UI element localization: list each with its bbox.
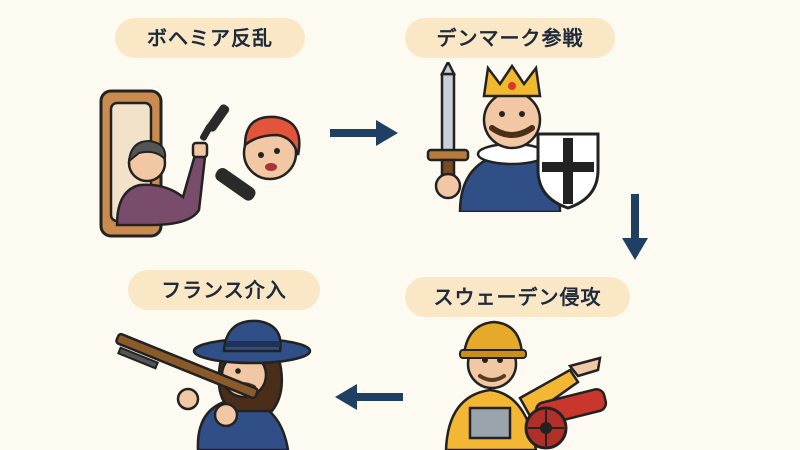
musketeer-icon	[115, 319, 312, 450]
step-label-danish-intervention: デンマーク参戦	[405, 18, 615, 58]
soldier-cannon-icon	[444, 320, 608, 450]
step-label-bohemian-revolt: ボヘミア反乱	[115, 18, 305, 58]
step-label-swedish-invasion: スウェーデン侵攻	[405, 277, 630, 317]
arrow-right-icon	[330, 120, 398, 146]
arrow-left-icon	[335, 384, 403, 410]
arrow-down-icon	[622, 194, 648, 260]
king-sword-shield-icon	[426, 62, 600, 212]
defenestration-window-icon	[99, 89, 301, 238]
step-label-french-intervention: フランス介入	[128, 270, 320, 310]
